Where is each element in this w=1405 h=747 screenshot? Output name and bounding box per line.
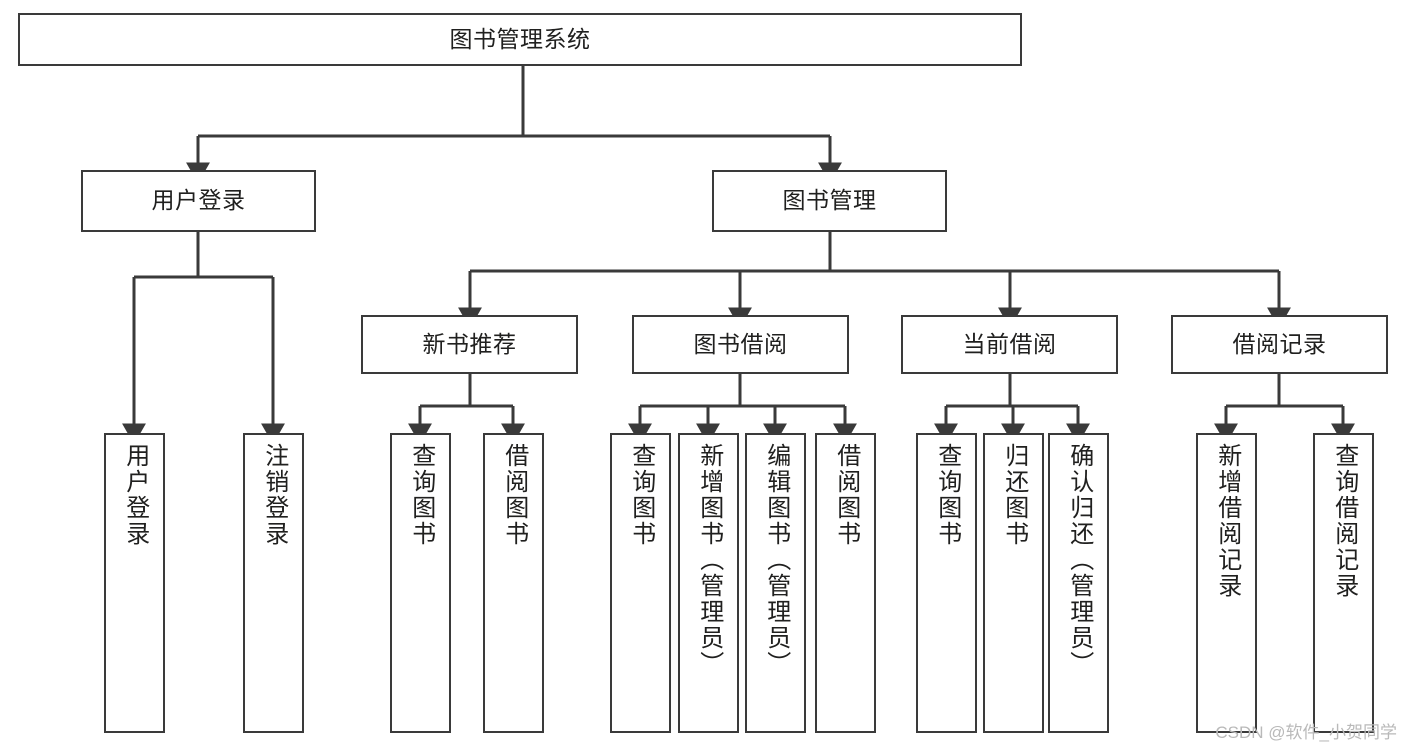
node-label: 查询图书 bbox=[627, 443, 655, 547]
leaf-borrow-borrow-book[interactable]: 借阅图书 bbox=[815, 433, 876, 733]
node-user-login[interactable]: 用户登录 bbox=[81, 170, 316, 232]
leaf-record-add-record[interactable]: 新增借阅记录 bbox=[1196, 433, 1257, 733]
node-new-book-recommend[interactable]: 新书推荐 bbox=[361, 315, 578, 374]
leaf-current-return-book[interactable]: 归还图书 bbox=[983, 433, 1044, 733]
node-label: 用户登录 bbox=[151, 187, 246, 214]
node-book-borrow[interactable]: 图书借阅 bbox=[632, 315, 849, 374]
node-label: 借阅图书 bbox=[500, 443, 528, 547]
leaf-borrow-add-book-admin[interactable]: 新增图书（管理员） bbox=[678, 433, 739, 733]
node-label: 新增图书（管理员） bbox=[695, 443, 723, 677]
node-label: 确认归还（管理员） bbox=[1065, 443, 1093, 677]
leaf-borrow-query-book[interactable]: 查询图书 bbox=[610, 433, 671, 733]
node-label: 注销登录 bbox=[260, 443, 288, 547]
node-label: 当前借阅 bbox=[962, 330, 1057, 357]
node-book-management[interactable]: 图书管理 bbox=[712, 170, 947, 232]
leaf-current-query-book[interactable]: 查询图书 bbox=[916, 433, 977, 733]
leaf-user-login-login[interactable]: 用户登录 bbox=[104, 433, 165, 733]
node-label: 借阅图书 bbox=[832, 443, 860, 547]
node-borrow-record[interactable]: 借阅记录 bbox=[1171, 315, 1388, 374]
node-label: 查询借阅记录 bbox=[1330, 443, 1358, 599]
node-label: 查询图书 bbox=[933, 443, 961, 547]
leaf-new-book-borrow[interactable]: 借阅图书 bbox=[483, 433, 544, 733]
node-root[interactable]: 图书管理系统 bbox=[18, 13, 1022, 66]
node-label: 归还图书 bbox=[1000, 443, 1028, 547]
node-label: 图书借阅 bbox=[693, 330, 788, 357]
node-label: 查询图书 bbox=[407, 443, 435, 547]
node-label: 图书管理系统 bbox=[449, 25, 591, 52]
leaf-current-confirm-return-admin[interactable]: 确认归还（管理员） bbox=[1048, 433, 1109, 733]
node-label: 借阅记录 bbox=[1232, 330, 1327, 357]
node-label: 新书推荐 bbox=[422, 330, 517, 357]
csdn-watermark: CSDN @软件_小贺同学 bbox=[1215, 723, 1397, 742]
node-label: 编辑图书（管理员） bbox=[762, 443, 790, 677]
node-label: 新增借阅记录 bbox=[1213, 443, 1241, 599]
leaf-borrow-edit-book-admin[interactable]: 编辑图书（管理员） bbox=[745, 433, 806, 733]
leaf-new-book-query[interactable]: 查询图书 bbox=[390, 433, 451, 733]
node-label: 用户登录 bbox=[121, 443, 149, 547]
leaf-user-login-logout[interactable]: 注销登录 bbox=[243, 433, 304, 733]
node-label: 图书管理 bbox=[782, 187, 877, 214]
leaf-record-query-record[interactable]: 查询借阅记录 bbox=[1313, 433, 1374, 733]
node-current-borrow[interactable]: 当前借阅 bbox=[901, 315, 1118, 374]
